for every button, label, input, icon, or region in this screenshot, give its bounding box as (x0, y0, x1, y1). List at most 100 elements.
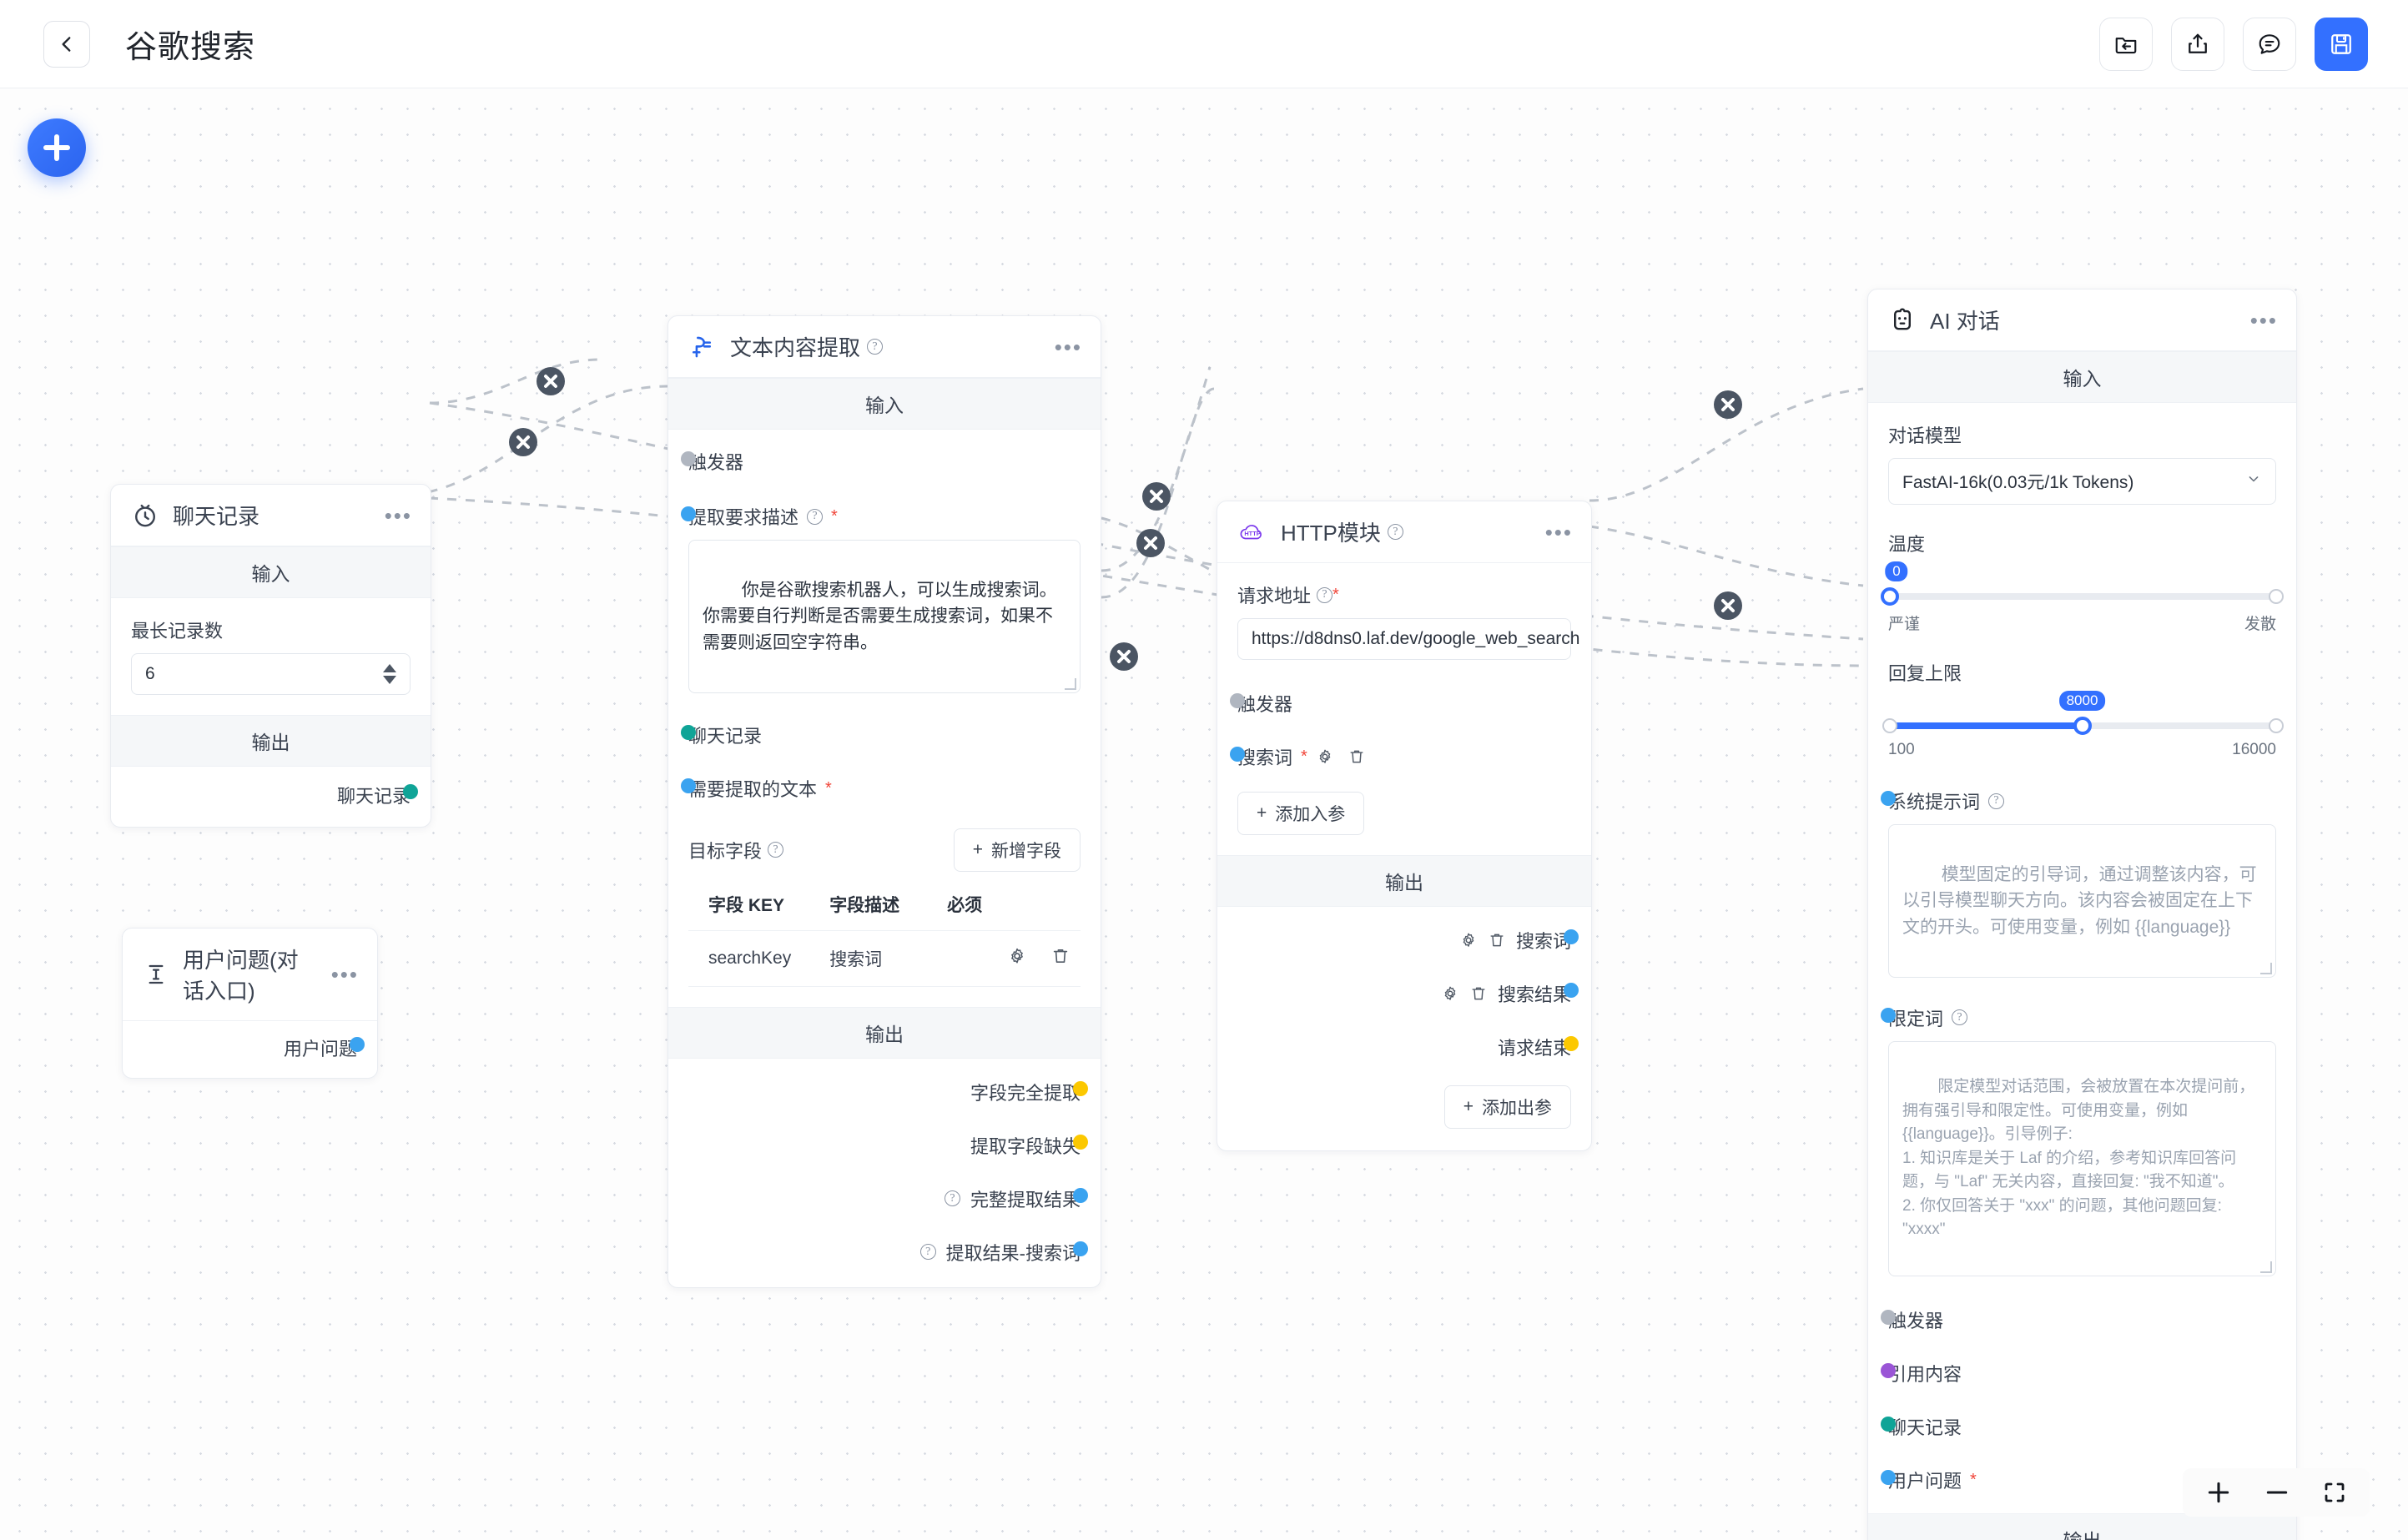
node-text-extract[interactable]: 文本内容提取 ? ••• 输入 触发器 提取要求描述 ? * 你是谷歌搜索机器人… (667, 315, 1101, 1288)
slider-track[interactable] (1888, 593, 2276, 600)
node-ai-chat[interactable]: AI 对话 ••• 输入 对话模型 FastAI-16k(0.03元/1k To… (1867, 289, 2297, 1540)
input-row-chat-history: 聊天记录 (1881, 1413, 2276, 1440)
zoom-out-button[interactable] (2263, 1478, 2291, 1507)
max-records-input[interactable]: 6 (131, 653, 411, 695)
stepper-down-icon[interactable] (383, 676, 396, 684)
input-port-qualifier[interactable] (1881, 1007, 1896, 1023)
param-settings-button[interactable] (1316, 747, 1334, 766)
output-port-chat-history[interactable] (403, 784, 418, 799)
output-label: 聊天记录 (336, 786, 411, 807)
output-port-search-result[interactable] (1564, 983, 1579, 998)
input-port-search-key[interactable] (1230, 747, 1245, 762)
url-label-row: 请求地址 ? * (1237, 581, 1571, 608)
add-input-param-label: 添加入参 (1275, 805, 1346, 824)
node-menu-button[interactable]: ••• (330, 962, 359, 987)
zoom-in-button[interactable] (2204, 1478, 2233, 1507)
field-settings-button[interactable] (1007, 946, 1027, 966)
output-row: ? 完整提取结果 (688, 1185, 1088, 1212)
save-button[interactable] (2315, 17, 2368, 71)
extract-description-textarea[interactable]: 你是谷歌搜索机器人，可以生成搜索词。你需要自行判断是否需要生成搜索词，如果不需要… (688, 540, 1081, 693)
export-button[interactable] (2171, 17, 2224, 71)
node-menu-button[interactable]: ••• (2249, 307, 2278, 333)
output-delete-button[interactable] (1469, 984, 1488, 1003)
svg-text:HTTP: HTTP (1244, 530, 1260, 537)
input-port-user-question[interactable] (1881, 1470, 1896, 1485)
help-icon[interactable]: ? (1988, 793, 2005, 809)
add-output-param-button[interactable]: + 添加出参 (1443, 1085, 1571, 1129)
chat-button[interactable] (2243, 17, 2296, 71)
workflow-canvas[interactable]: 聊天记录 ••• 输入 最长记录数 6 输出 聊天记录 (0, 88, 2408, 1540)
input-port-trigger[interactable] (681, 451, 696, 466)
import-folder-button[interactable] (2099, 17, 2153, 71)
output-row: ? 提取结果-搜索词 (688, 1239, 1088, 1266)
input-port-trigger[interactable] (1230, 693, 1245, 708)
number-stepper[interactable] (383, 664, 396, 684)
help-icon[interactable]: ? (807, 508, 824, 525)
slider-knob[interactable] (1881, 587, 1899, 606)
url-input[interactable]: https://d8dns0.laf.dev/google_web_search (1237, 618, 1579, 660)
table-header-row: 字段 KEY 字段描述 必须 (688, 887, 1081, 931)
node-title-text: HTTP模块 (1281, 521, 1381, 546)
node-chat-history[interactable]: 聊天记录 ••• 输入 最长记录数 6 输出 聊天记录 (110, 484, 431, 828)
output-port-request-finish[interactable] (1564, 1036, 1579, 1051)
input-port-trigger[interactable] (1881, 1310, 1896, 1325)
output-settings-button[interactable] (1441, 984, 1459, 1003)
input-port-quote[interactable] (1881, 1363, 1896, 1378)
back-button[interactable] (43, 20, 90, 68)
stepper-up-icon[interactable] (383, 664, 396, 672)
add-input-param-button[interactable]: + 添加入参 (1237, 792, 1365, 835)
output-section-header: 输出 (1868, 1513, 2296, 1540)
input-section-header: 输入 (668, 378, 1101, 430)
output-port-user-question[interactable] (350, 1037, 365, 1052)
fit-view-button[interactable] (2321, 1479, 2348, 1506)
node-menu-button[interactable]: ••• (1544, 519, 1573, 545)
help-icon[interactable]: ? (944, 1190, 960, 1206)
output-port-search-key[interactable] (1564, 929, 1579, 944)
edge-delete-button (509, 428, 537, 456)
output-port-full-result[interactable] (1073, 1187, 1088, 1203)
param-delete-button[interactable] (1348, 747, 1366, 766)
node-user-question[interactable]: 用户问题(对话入口) ••• 用户问题 (122, 928, 378, 1079)
output-settings-button[interactable] (1459, 931, 1478, 949)
add-node-button[interactable] (28, 118, 86, 177)
help-icon[interactable]: ? (1317, 586, 1333, 603)
input-port-description[interactable] (681, 506, 696, 521)
system-prompt-textarea[interactable]: 模型固定的引导词，通过调整该内容，可以引导模型聊天方向。该内容会被固定在上下文的… (1888, 824, 2276, 978)
table-row[interactable]: searchKey 搜索词 (688, 929, 1081, 987)
node-menu-button[interactable]: ••• (1054, 334, 1082, 360)
node-menu-button[interactable]: ••• (384, 502, 412, 528)
input-port-source-text[interactable] (681, 778, 696, 793)
input-row-search-key: 搜索词 * (1230, 743, 1571, 770)
qualifier-textarea[interactable]: 限定模型对话范围，会被放置在本次提问前，拥有强引导和限定性。可使用变量，例如 {… (1888, 1040, 2276, 1276)
add-field-button[interactable]: + 新增字段 (953, 828, 1081, 872)
help-icon[interactable]: ? (768, 842, 784, 858)
node-body: 对话模型 FastAI-16k(0.03元/1k Tokens) 温度 0 严谨… (1868, 403, 2296, 1513)
output-port-fields-missing[interactable] (1073, 1134, 1088, 1150)
slider-knob[interactable] (2073, 717, 2092, 735)
temperature-label: 温度 (1888, 534, 1926, 555)
input-port-chat-history[interactable] (1881, 1417, 1896, 1432)
max-tokens-min: 100 (1888, 741, 1915, 758)
input-row-source-text: 需要提取的文本 * (681, 775, 1081, 802)
temperature-slider[interactable]: 0 (1881, 561, 2284, 610)
input-label: 限定词 (1888, 1008, 1944, 1029)
required-marker: * (1970, 1471, 1977, 1489)
output-delete-button[interactable] (1488, 931, 1506, 949)
input-label: 引用内容 (1888, 1364, 1962, 1385)
zoom-controls[interactable] (2183, 1468, 2370, 1517)
input-port-chat-history[interactable] (681, 724, 696, 740)
edge-http-to-ai-prompt (1589, 387, 1864, 502)
output-label: 提取结果-搜索词 (945, 1242, 1081, 1264)
model-select[interactable]: FastAI-16k(0.03元/1k Tokens) (1888, 458, 2276, 505)
output-port-fields-complete[interactable] (1073, 1080, 1088, 1096)
max-tokens-slider[interactable]: 8000 (1882, 691, 2284, 739)
input-port-system-prompt[interactable] (1881, 791, 1896, 806)
help-icon[interactable]: ? (1387, 524, 1403, 540)
help-icon[interactable]: ? (919, 1244, 936, 1260)
node-http-module[interactable]: HTTP HTTP模块 ? ••• 请求地址 ? * https://d8dns… (1217, 501, 1592, 1151)
field-delete-button[interactable] (1050, 946, 1071, 966)
help-icon[interactable]: ? (1952, 1009, 1968, 1025)
help-icon[interactable]: ? (867, 339, 884, 355)
output-port-result-searchkey[interactable] (1073, 1241, 1088, 1256)
qualifier-placeholder: 限定模型对话范围，会被放置在本次提问前，拥有强引导和限定性。可使用变量，例如 {… (1902, 1078, 2255, 1238)
